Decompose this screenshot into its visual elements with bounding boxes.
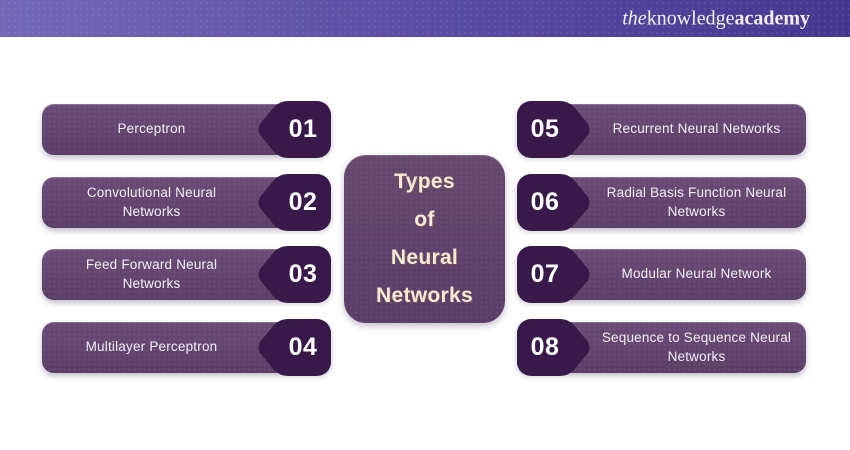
item-label: Modular Neural Network <box>621 266 772 282</box>
number-tag-left-arrow-shape <box>258 101 331 158</box>
item-label: Feed Forward Neural Networks <box>85 257 218 291</box>
item-number: 05 <box>530 115 560 143</box>
item-number: 08 <box>530 333 560 361</box>
center-title-line: Neural <box>390 246 459 269</box>
center-title-line: Types <box>394 170 455 193</box>
brand-logo-knowledge: knowledge <box>646 7 735 29</box>
item-label: Radial Basis Function Neural Networks <box>606 185 787 219</box>
item-number-tag: 03 <box>257 246 331 303</box>
type-item-recurrent: 05 Recurrent Neural Networks <box>517 101 806 158</box>
number-tag-left-arrow-shape <box>258 174 331 231</box>
type-item-convolutional: Convolutional Neural Networks 02 <box>42 174 331 231</box>
number-tag-left-arrow-shape <box>258 246 331 303</box>
item-number: 03 <box>288 260 318 288</box>
type-item-perceptron: Perceptron 01 <box>42 101 331 158</box>
item-label: Recurrent Neural Networks <box>612 121 781 137</box>
center-title-line: Networks <box>376 284 473 307</box>
item-number-tag: 01 <box>257 101 331 158</box>
item-number: 07 <box>530 260 560 288</box>
item-number: 02 <box>288 188 318 216</box>
item-number: 04 <box>288 333 318 361</box>
number-tag-right-arrow-shape <box>517 101 590 158</box>
center-title-box: Types of Neural Networks <box>344 155 505 323</box>
brand-logo: theknowledgeacademy <box>622 7 810 30</box>
number-tag-right-arrow-shape <box>517 174 590 231</box>
item-label: Convolutional Neural Networks <box>86 185 217 219</box>
type-item-feed-forward: Feed Forward Neural Networks 03 <box>42 246 331 303</box>
item-number-tag: 06 <box>517 174 591 231</box>
type-item-seq2seq: 08 Sequence to Sequence Neural Networks <box>517 319 806 376</box>
item-number: 06 <box>530 188 560 216</box>
type-item-modular: 07 Modular Neural Network <box>517 246 806 303</box>
item-number-tag: 02 <box>257 174 331 231</box>
brand-logo-academy: academy <box>734 7 810 29</box>
item-number-tag: 08 <box>517 319 591 376</box>
item-number-tag: 05 <box>517 101 591 158</box>
item-label: Multilayer Perceptron <box>85 339 218 355</box>
item-number: 01 <box>288 115 318 143</box>
type-item-multilayer: Multilayer Perceptron 04 <box>42 319 331 376</box>
center-title-line: of <box>414 208 435 231</box>
type-item-radial-basis: 06 Radial Basis Function Neural Networks <box>517 174 806 231</box>
item-label: Perceptron <box>117 121 186 137</box>
item-number-tag: 04 <box>257 319 331 376</box>
brand-logo-the: the <box>622 7 647 29</box>
item-number-tag: 07 <box>517 246 591 303</box>
number-tag-right-arrow-shape <box>517 319 590 376</box>
number-tag-left-arrow-shape <box>258 319 331 376</box>
header-bar: theknowledgeacademy <box>0 0 850 37</box>
item-label: Sequence to Sequence Neural Networks <box>601 330 792 364</box>
number-tag-right-arrow-shape <box>517 246 590 303</box>
